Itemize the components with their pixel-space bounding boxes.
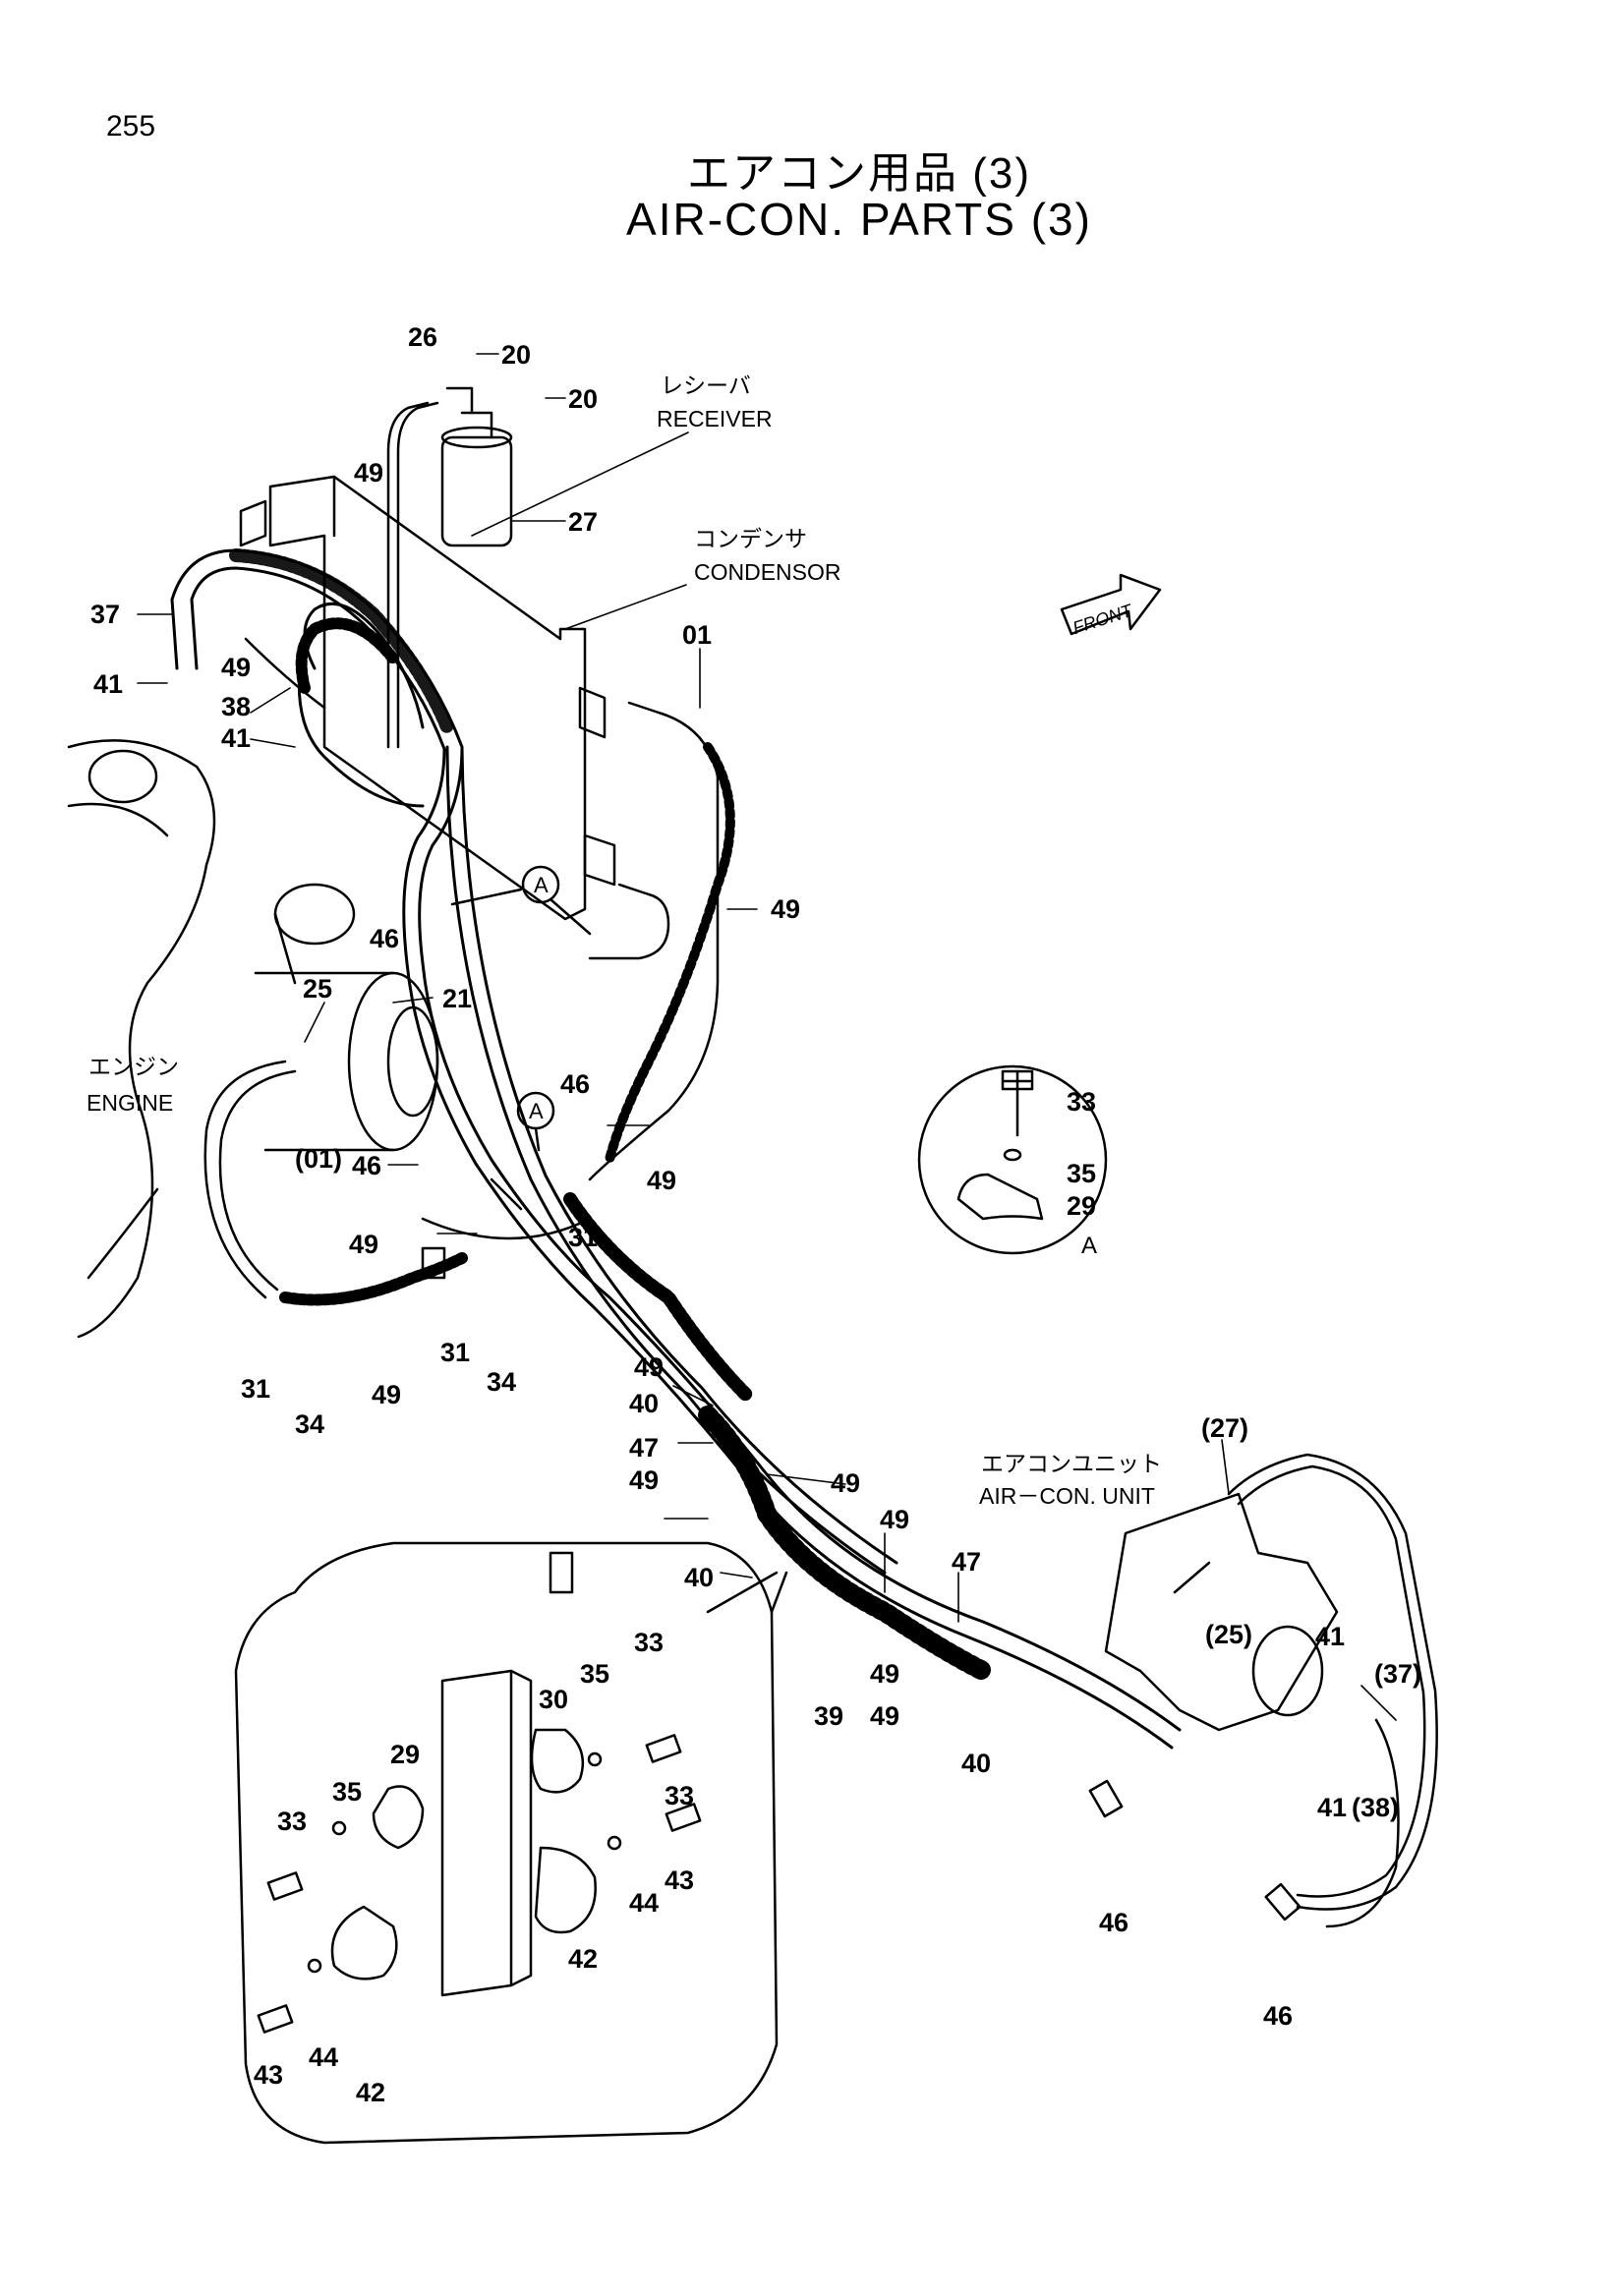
label-49-k: 49 [870,1659,899,1689]
label-20-top: 20 [501,340,531,370]
label-46-b: 46 [352,1151,381,1180]
detail-b-label-35-b: 35 [332,1777,362,1807]
detail-b-label-43-b: 43 [254,2060,283,2090]
label-49-b: 49 [221,653,251,682]
label-41-b: 41 [221,723,251,753]
label-31-a: 31 [568,1223,598,1252]
leader-lines [137,353,1397,1721]
detail-b-label-33-b: 33 [277,1807,307,1836]
label-20-receiver: 20 [568,384,598,414]
detail-b-label-42-a: 42 [568,1944,598,1974]
label-49-g: 49 [629,1465,659,1495]
pipe-01 [588,701,720,1181]
label-34-a: 34 [487,1367,516,1397]
label-40-a: 40 [629,1389,659,1418]
label-49-h: 49 [831,1468,860,1498]
page-title-english: AIR-CON. PARTS (3) [626,194,1092,245]
page-title-japanese: エアコン用品 (3) [687,149,1031,198]
detail-b-label-30: 30 [539,1685,568,1714]
label-49-top: 49 [354,458,383,488]
label-38-paren: (38) [1352,1793,1399,1822]
label-38: 38 [221,692,251,721]
compressor [254,883,439,1152]
front-arrow-label: FRONT [1070,600,1136,638]
label-25: 25 [303,974,332,1004]
label-41-c: 41 [1315,1622,1345,1651]
label-26: 26 [408,322,437,352]
label-39: 39 [814,1701,843,1731]
label-01-paren: (01) [295,1144,342,1174]
aircon-unit [1104,1453,1438,1928]
label-46-e: 46 [1263,2001,1293,2031]
condenser-panel [239,475,616,921]
label-47-a: 47 [629,1433,659,1463]
detail-a-circle [917,1064,1108,1255]
label-49-right: 49 [771,894,800,924]
detail-b-label-33-c: 33 [665,1781,694,1810]
label-49-d: 49 [349,1230,378,1259]
label-49-i: 49 [880,1505,909,1534]
detail-a-label-35: 35 [1067,1159,1096,1188]
label-46-a: 46 [370,924,399,953]
label-31-b: 31 [440,1338,470,1367]
label-49-j: 49 [870,1701,899,1731]
detail-a-label-29: 29 [1067,1191,1096,1221]
label-47-b: 47 [952,1547,981,1577]
aircon-unit-label-en: AIR－CON. UNIT [979,1483,1155,1509]
detail-b-label-44-a: 44 [629,1888,659,1918]
detail-a-label-33: 33 [1067,1087,1096,1117]
condensor-label-en: CONDENSOR [694,559,841,585]
receiver-label-jp: レシーバ [661,373,751,398]
label-31-c: 31 [241,1374,270,1404]
label-46-d: 46 [1099,1908,1128,1937]
engine-label-en: ENGINE [87,1090,173,1116]
aircon-unit-label-jp: エアコンユニット [981,1451,1162,1476]
label-49-f: 49 [634,1352,664,1382]
label-46-c: 46 [560,1069,590,1099]
label-41-d: 41 [1317,1793,1347,1822]
label-34-b: 34 [295,1409,324,1439]
detail-b-label-43-a: 43 [665,1866,694,1895]
hose-clamps [421,1246,1302,1922]
engine-label-jp: エンジン [88,1054,179,1079]
label-37-paren: (37) [1374,1659,1421,1689]
label-40-b: 40 [684,1563,714,1592]
detail-a-label: A [1081,1233,1097,1259]
label-37: 37 [90,600,120,629]
compressor-hoses [203,1060,592,1299]
detail-clamp-assembly [234,1541,788,2145]
label-40-c: 40 [961,1749,991,1778]
label-21: 21 [442,984,472,1013]
receiver-label-en: RECEIVER [657,406,773,431]
detail-b-label-35-a: 35 [580,1659,609,1689]
label-01: 01 [682,620,712,650]
detail-b-label-29: 29 [390,1740,420,1769]
detail-b-label-44-b: 44 [309,2042,338,2072]
front-arrow [1060,573,1162,636]
label-27-paren: (27) [1201,1413,1248,1443]
engine-outline [67,739,216,1339]
callout-a-lower: A [529,1099,544,1123]
label-25-paren: (25) [1205,1620,1252,1649]
ribbed-hose-segments [229,548,993,1681]
detail-b-label-33-a: 33 [634,1628,664,1657]
label-49-c: 49 [647,1166,676,1195]
label-27: 27 [568,507,598,537]
label-49-e: 49 [372,1380,401,1409]
detail-b-label-42-b: 42 [356,2078,385,2107]
page-number: 255 [106,110,156,143]
receiver [386,386,513,749]
callout-a-upper: A [534,873,549,897]
section-a-callouts [450,865,592,1152]
condensor-label-jp: コンデンサ [694,526,807,551]
label-41-a: 41 [93,669,123,699]
